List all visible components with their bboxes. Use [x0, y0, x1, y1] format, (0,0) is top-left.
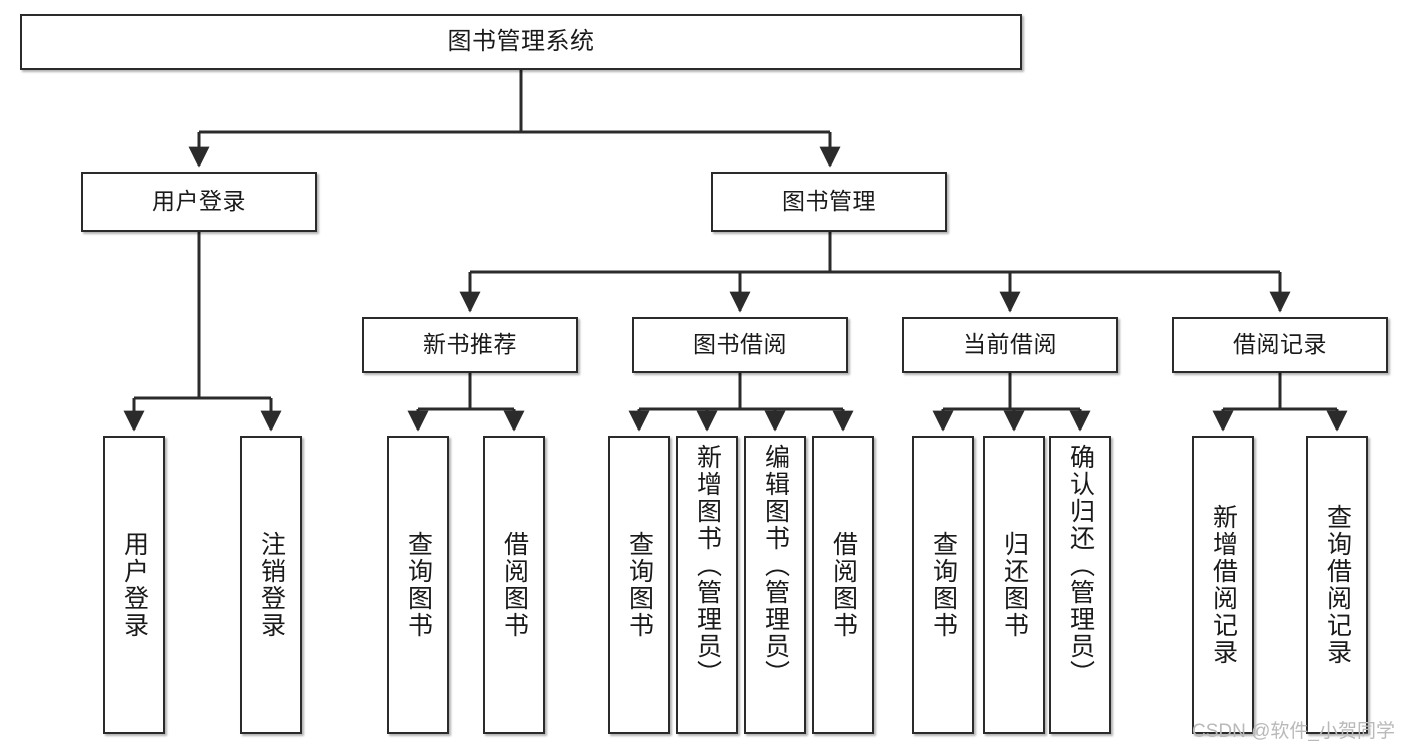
leaf-add-book-admin[interactable]: 新增图书（管理员） [676, 436, 738, 734]
leaf-query-borrow-record[interactable]: 查询借阅记录 [1306, 436, 1368, 734]
leaf-borrow-book-1-label: 借阅图书 [500, 531, 529, 639]
node-book-manage-label: 图书管理 [782, 188, 876, 215]
leaf-borrow-book-1[interactable]: 借阅图书 [483, 436, 545, 734]
leaf-confirm-return-admin[interactable]: 确认归还（管理员） [1049, 436, 1111, 734]
node-borrow-record-label: 借阅记录 [1233, 331, 1327, 358]
leaf-user-login[interactable]: 用户登录 [103, 436, 165, 734]
leaf-edit-book-admin-label: 编辑图书（管理员） [761, 444, 790, 687]
leaf-add-borrow-record-label: 新增借阅记录 [1209, 504, 1238, 666]
csdn-watermark: CSDN @软件_小贺同学 [1192, 721, 1395, 742]
leaf-query-book-3[interactable]: 查询图书 [912, 436, 974, 734]
node-book-borrow-label: 图书借阅 [693, 331, 787, 358]
node-root[interactable]: 图书管理系统 [20, 14, 1022, 70]
leaf-borrow-book-2[interactable]: 借阅图书 [812, 436, 874, 734]
node-root-label: 图书管理系统 [447, 27, 595, 55]
node-new-book-recommend[interactable]: 新书推荐 [362, 317, 578, 373]
leaf-return-book[interactable]: 归还图书 [983, 436, 1045, 734]
leaf-add-book-admin-label: 新增图书（管理员） [693, 444, 722, 687]
leaf-query-book-2-label: 查询图书 [625, 531, 654, 639]
leaf-edit-book-admin[interactable]: 编辑图书（管理员） [744, 436, 806, 734]
leaf-borrow-book-2-label: 借阅图书 [829, 531, 858, 639]
node-user-login-label: 用户登录 [152, 188, 246, 215]
leaf-logout-login-label: 注销登录 [257, 531, 286, 639]
node-book-borrow[interactable]: 图书借阅 [632, 317, 848, 373]
leaf-logout-login[interactable]: 注销登录 [240, 436, 302, 734]
node-current-borrow[interactable]: 当前借阅 [902, 317, 1118, 373]
leaf-query-book-2[interactable]: 查询图书 [608, 436, 670, 734]
leaf-confirm-return-admin-label: 确认归还（管理员） [1066, 444, 1095, 687]
leaf-user-login-label: 用户登录 [120, 531, 149, 639]
node-borrow-record[interactable]: 借阅记录 [1172, 317, 1388, 373]
leaf-query-book-3-label: 查询图书 [929, 531, 958, 639]
leaf-add-borrow-record[interactable]: 新增借阅记录 [1192, 436, 1254, 734]
node-book-manage[interactable]: 图书管理 [711, 172, 947, 232]
leaf-query-book-1[interactable]: 查询图书 [387, 436, 449, 734]
leaf-query-book-1-label: 查询图书 [404, 531, 433, 639]
leaf-return-book-label: 归还图书 [1000, 531, 1029, 639]
leaf-query-borrow-record-label: 查询借阅记录 [1323, 504, 1352, 666]
node-user-login[interactable]: 用户登录 [81, 172, 317, 232]
node-current-borrow-label: 当前借阅 [963, 331, 1057, 358]
node-new-book-recommend-label: 新书推荐 [423, 331, 517, 358]
